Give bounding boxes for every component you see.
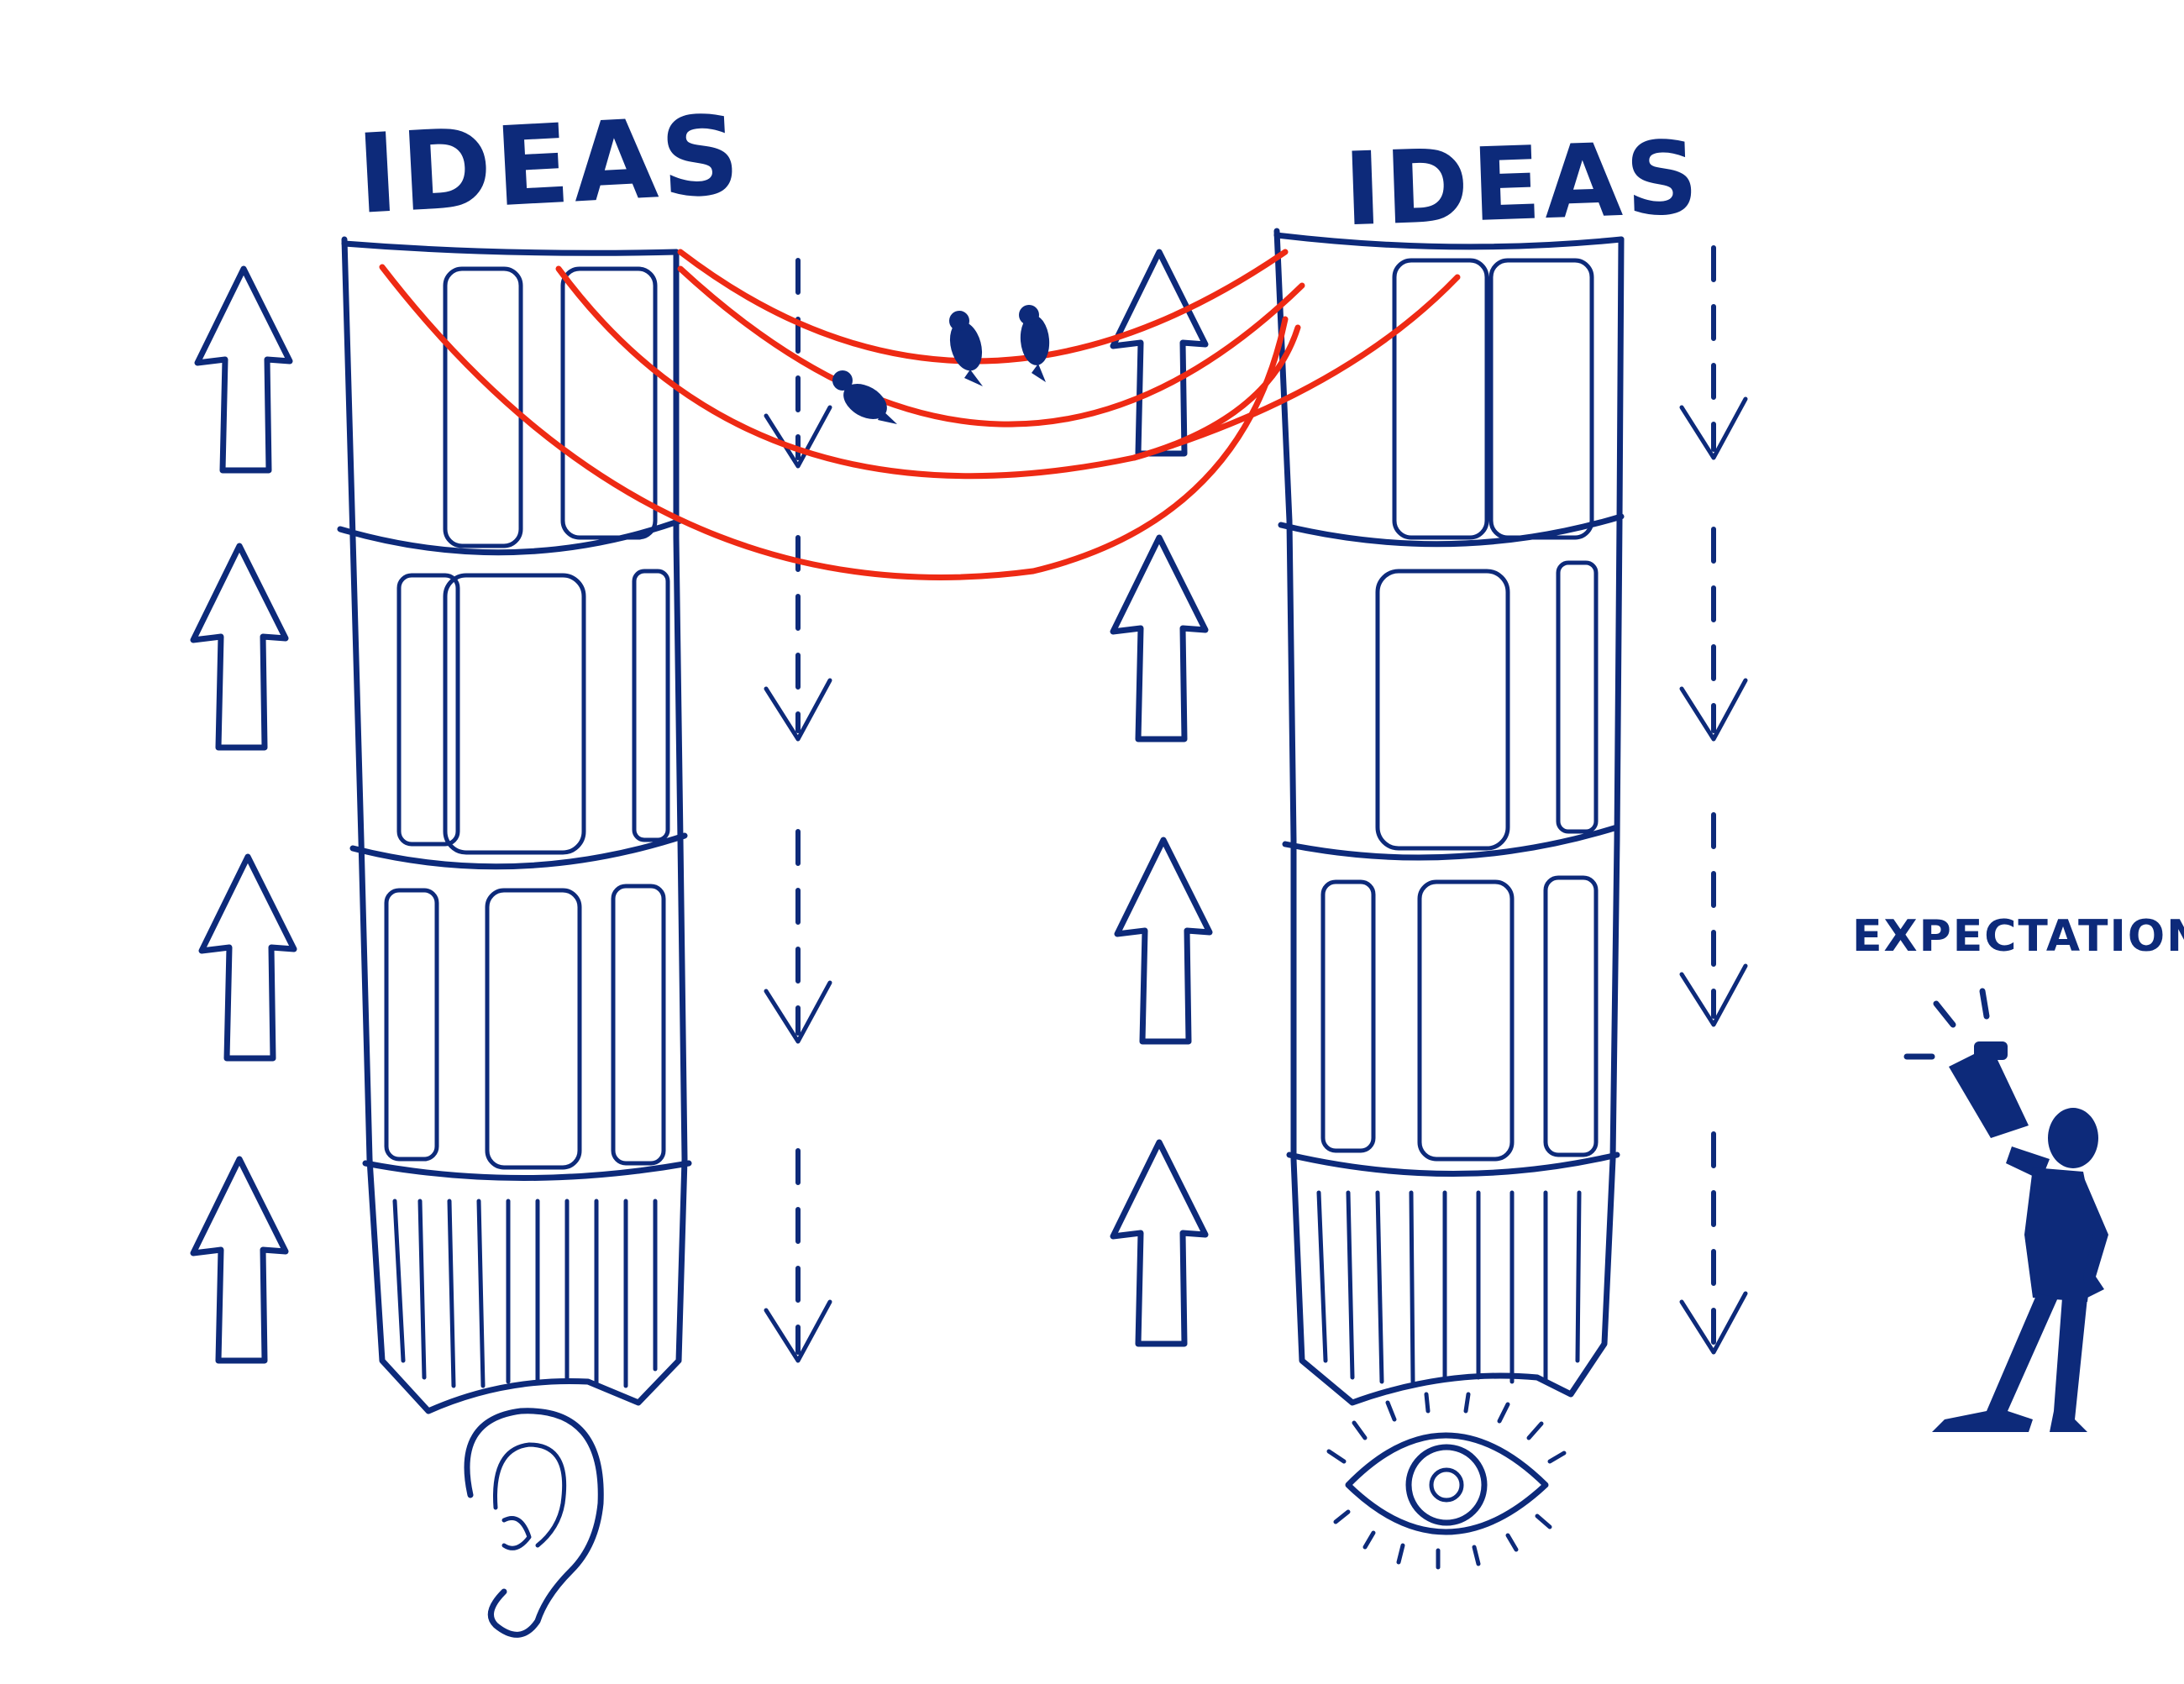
right-panel-3 [1375, 569, 1510, 851]
arrow-up-icon [194, 265, 293, 474]
dashed-arrow-down-icon [1679, 527, 1748, 742]
arrow-up-icon [190, 543, 289, 751]
birds [832, 305, 1050, 424]
right-column-top [1273, 232, 1625, 250]
right-base-flutes [1316, 1190, 1582, 1384]
left-panel-7 [485, 888, 582, 1170]
figure-caption: EXPECTATIONS [1852, 911, 2184, 962]
dashed-arrow-down-icon [1679, 1131, 1748, 1355]
left-column-title: IDEAS [354, 91, 746, 239]
down-arrows [764, 245, 1748, 1363]
left-panel-4 [443, 573, 586, 855]
right-ring-3 [1286, 1152, 1620, 1177]
left-column [337, 236, 692, 1414]
right-panel-7 [1543, 875, 1599, 1157]
right-panel-2 [1488, 258, 1594, 540]
left-panel-8 [611, 884, 666, 1166]
arrow-up-icon [1114, 837, 1213, 1045]
wire-2 [677, 265, 1305, 428]
right-panel-5 [1320, 879, 1376, 1153]
bird-icon [1019, 305, 1050, 382]
bird-icon [832, 370, 897, 424]
ear-icon [464, 1408, 604, 1638]
arrow-up-icon [1110, 534, 1209, 742]
right-panel-6 [1417, 879, 1515, 1162]
right-ring-2 [1282, 824, 1620, 861]
wire-4 [379, 264, 1289, 580]
right-column-outline [1273, 228, 1625, 1406]
arrow-up-icon [198, 853, 297, 1062]
dashed-arrow-down-icon [764, 1148, 832, 1363]
right-column-title: IDEAS [1341, 119, 1704, 249]
dashed-arrow-down-icon [764, 535, 832, 742]
left-base-flutes [392, 1199, 658, 1388]
arrow-up-icon [190, 1156, 289, 1364]
arrow-up-icon [1110, 1139, 1209, 1347]
person-with-megaphone-icon [1903, 988, 2108, 1432]
left-ring-2 [349, 832, 688, 870]
left-panel-2 [560, 266, 658, 540]
left-column-outline [341, 236, 688, 1414]
left-panel-3 [396, 573, 460, 847]
dashed-arrow-down-icon [764, 829, 832, 1044]
right-column [1273, 228, 1625, 1406]
left-panel-5 [632, 569, 670, 842]
bird-icon [949, 311, 983, 386]
right-ring-1 [1278, 513, 1625, 548]
right-panel-1 [1392, 258, 1489, 540]
left-column-top [341, 240, 680, 256]
right-panel-4 [1556, 560, 1599, 834]
left-panel-1 [443, 266, 523, 548]
left-ring-1 [337, 517, 684, 556]
wire-3 [555, 265, 1301, 480]
dashed-arrow-down-icon [764, 258, 832, 469]
left-panel-6 [384, 888, 439, 1162]
up-arrows [190, 249, 1213, 1364]
arrow-up-icon [1110, 249, 1209, 457]
wire-5 [1131, 274, 1461, 461]
dashed-arrow-down-icon [1679, 245, 1748, 460]
left-ring-3 [362, 1160, 692, 1181]
dashed-arrow-down-icon [1679, 812, 1748, 1027]
eye-icon [1326, 1392, 1567, 1570]
